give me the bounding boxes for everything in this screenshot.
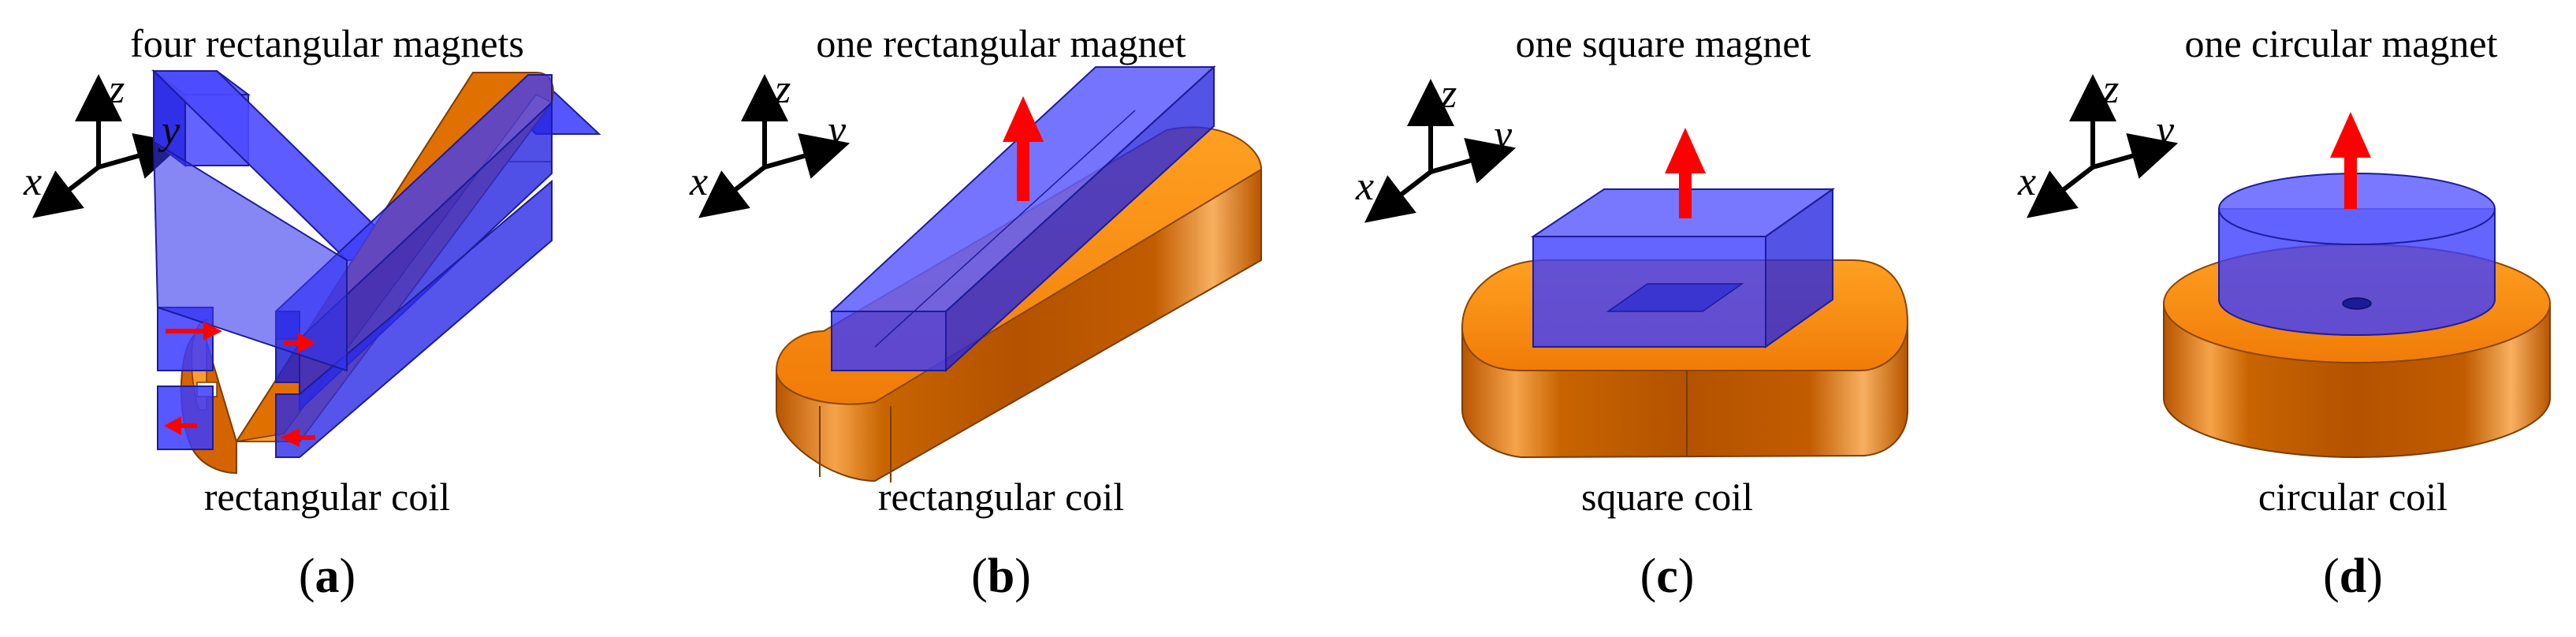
magnet-back-long — [152, 140, 348, 372]
axes-triad-c — [1364, 79, 1517, 223]
caption-letter: c — [1656, 549, 1678, 603]
axis-x-label-b: x — [690, 159, 709, 204]
panel-d-top-label: one circular magnet — [2184, 21, 2498, 65]
axis-z-label-a: z — [109, 67, 125, 112]
panel-b-caption: (b) — [971, 549, 1031, 603]
caption-letter: b — [987, 549, 1015, 603]
magnetization-arrow-b — [1003, 96, 1044, 201]
panel-c-caption: (c) — [1640, 549, 1695, 603]
axis-x-label-c: x — [1356, 164, 1375, 209]
magnet-front-lower — [275, 179, 553, 458]
axis-y-label-b: y — [828, 108, 847, 153]
magnetization-arrow-d — [2330, 112, 2371, 209]
panel-a-caption: (a) — [298, 549, 356, 603]
axes-triad-d — [2026, 74, 2179, 218]
magnet-d — [2218, 173, 2496, 336]
panel-d-bottom-label: circular coil — [2258, 475, 2448, 519]
axis-y-label-c: y — [1494, 113, 1513, 158]
caption-letter: a — [315, 549, 340, 603]
panel-a-bottom-label: rectangular coil — [203, 475, 451, 519]
panel-b-bottom-label: rectangular coil — [877, 475, 1125, 519]
panel-c-bottom-label: square coil — [1581, 475, 1753, 519]
panel-b-top-label: one rectangular magnet — [816, 21, 1186, 65]
magnetization-arrows-a — [164, 322, 315, 447]
magnet-left-side — [157, 307, 214, 450]
axis-y-label-a: y — [162, 108, 181, 153]
panel-d-device — [2163, 112, 2551, 458]
caption-letter: d — [2339, 549, 2367, 603]
axes-triad-a — [32, 74, 184, 218]
panel-a-top-label: four rectangular magnets — [130, 21, 524, 65]
axis-y-label-d: y — [2156, 108, 2175, 153]
axis-z-label-d: z — [2103, 67, 2120, 112]
panel-a-device — [151, 69, 601, 475]
magnetization-arrow-c — [1665, 128, 1706, 218]
axis-x-label-d: x — [2018, 159, 2037, 204]
panel-c-device — [1461, 128, 1909, 459]
axis-z-label-c: z — [1441, 72, 1457, 117]
panel-b-device — [775, 65, 1263, 482]
axis-x-label-a: x — [24, 159, 43, 204]
axes-triad-b — [698, 74, 851, 218]
axis-z-label-b: z — [775, 67, 791, 112]
panel-c-top-label: one square magnet — [1515, 21, 1811, 65]
panel-d-caption: (d) — [2323, 549, 2383, 603]
